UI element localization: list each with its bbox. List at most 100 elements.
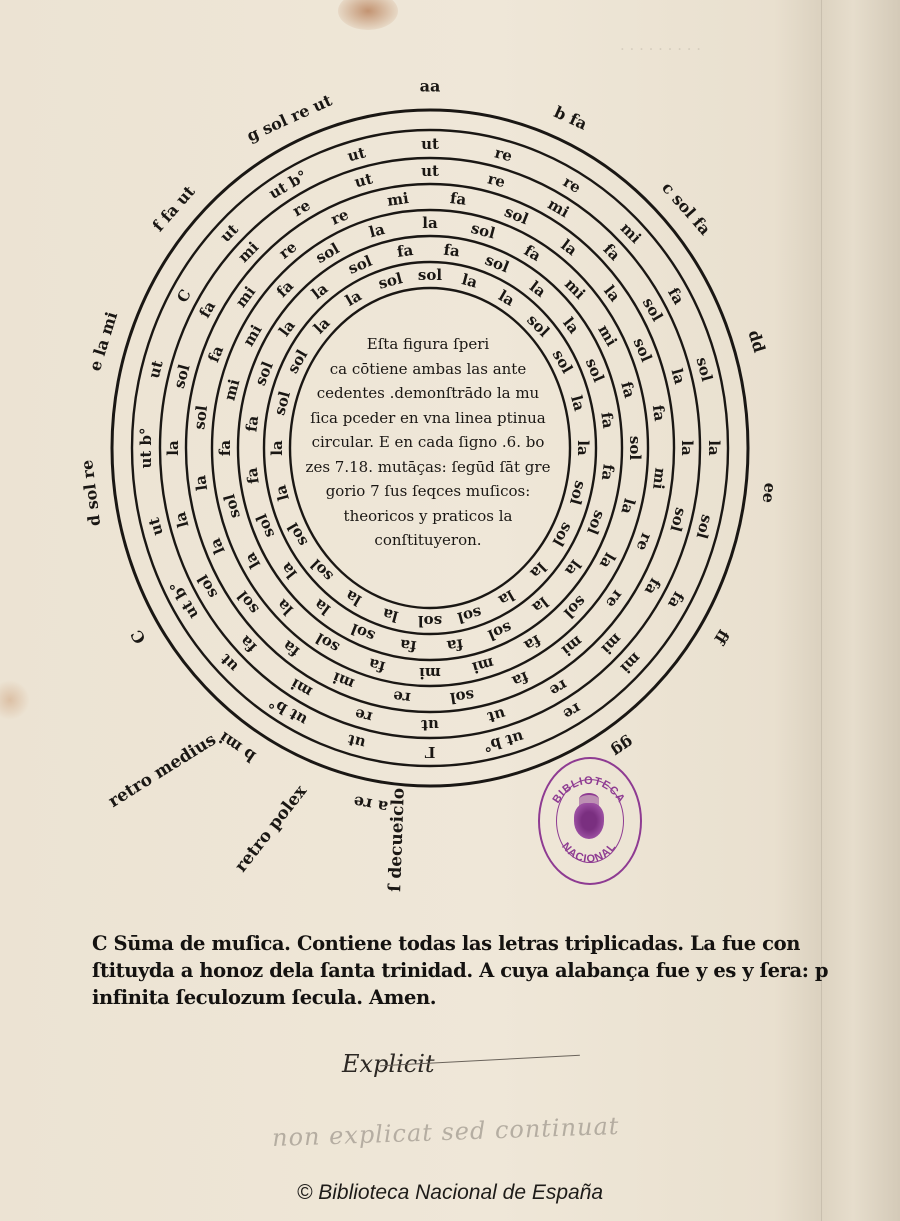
outer-note-label: ee: [759, 482, 780, 505]
ring-syllable: fa: [445, 635, 464, 655]
ring-syllable: la: [528, 593, 551, 617]
ring-syllable: fa: [509, 668, 531, 691]
ring-syllable: la: [600, 282, 624, 305]
outer-note-label: e la mi: [85, 309, 121, 373]
ring-syllable: la: [164, 440, 182, 456]
gamut-syllable: ut b°: [137, 427, 155, 468]
ring-syllable: la: [495, 287, 518, 310]
colophon-text: C Sūma de muſica. Contiene todas las let…: [92, 930, 829, 1011]
ring-boundary: [236, 234, 624, 662]
ring-syllable: ut: [421, 162, 439, 180]
ring-syllable: la: [422, 214, 438, 232]
ring-syllable: la: [206, 535, 229, 556]
ring-syllable: la: [596, 549, 619, 572]
ring-syllable: la: [561, 556, 585, 579]
stamp-outer-ring: [538, 757, 642, 885]
ring-syllable: sol: [469, 219, 497, 243]
outer-note-label: c sol fa: [658, 178, 715, 238]
gamut-syllable: Γ: [424, 743, 435, 761]
ring-syllable: la: [617, 496, 638, 516]
ring-syllable: sol: [307, 555, 337, 585]
gamut-syllable: fa: [664, 588, 688, 611]
ring-syllable: la: [311, 595, 334, 619]
ring-boundary: [210, 208, 650, 688]
crest-icon: [574, 803, 604, 839]
stamp-top-text: BIBLIOTECA: [551, 775, 627, 806]
ring-boundary: [110, 108, 750, 788]
ring-syllable: fa: [242, 414, 262, 433]
ring-boundary: [158, 156, 702, 740]
ring-syllable: re: [546, 676, 570, 700]
ring-syllable: sol: [418, 612, 442, 630]
colophon-line: ſtituyda a honoz dela ſanta trinidad. A …: [92, 959, 829, 982]
stamp-lettering: BIBLIOTECA NACIONAL: [551, 775, 628, 866]
outer-note-label: b mi: [216, 728, 260, 766]
ring-syllable: la: [268, 440, 286, 456]
gamut-syllable: re: [493, 143, 515, 165]
ring-syllable: ut: [421, 716, 439, 734]
center-text-line: ca cōtiene ambas las ante: [329, 359, 527, 378]
ring-syllable: la: [171, 510, 192, 530]
ring-syllable: re: [392, 687, 412, 707]
gamut-syllable: ut: [345, 731, 367, 753]
library-stamp: BIBLIOTECA NACIONAL: [538, 757, 642, 885]
page-edge-strip: [821, 0, 900, 1221]
stamp-bottom-text: NACIONAL: [559, 841, 618, 866]
ring-syllable: la: [367, 220, 387, 241]
colophon-line: infinita ſeculozum ſecula. Amen.: [92, 986, 437, 1009]
ring-syllable: fa: [243, 466, 263, 485]
ring-syllable: sol: [418, 266, 442, 284]
ring-syllable: mi: [470, 654, 496, 677]
ring-syllable: re: [486, 169, 508, 191]
outer-note-label: f fa ut: [149, 181, 200, 235]
svg-text:BIBLIOTECA: BIBLIOTECA: [551, 775, 628, 806]
ring-syllable: la: [559, 314, 583, 337]
ring-syllable: ut: [353, 169, 375, 191]
ring-syllable: la: [277, 559, 301, 582]
ring-syllable: la: [241, 549, 264, 572]
ring-syllable: fa: [641, 575, 665, 598]
outer-note-label: a re: [352, 792, 389, 817]
gamut-syllable: ut: [346, 143, 368, 165]
ring-boundary: [288, 286, 572, 610]
ring-syllable: sol: [455, 603, 483, 627]
bleed-through-text: · · · · · · · · ·: [620, 40, 702, 58]
ring-syllable: sol: [566, 479, 590, 507]
ring-syllable: fa: [521, 631, 544, 655]
ring-syllable: sol: [666, 506, 690, 534]
ring-syllable: la: [342, 586, 365, 609]
ring-syllable: fa: [196, 298, 220, 321]
ring-syllable: sol: [626, 436, 644, 460]
center-text-line: ſica pceder en vna linea ptinua: [310, 408, 546, 427]
side-hand-label: retro medius: [105, 730, 220, 812]
ring-syllable: la: [191, 474, 211, 492]
center-text-line: circular. E en cada ſigno .6. bo: [311, 433, 545, 451]
gamut-syllable: sol: [692, 513, 716, 541]
gamut-syllable: ut: [421, 135, 439, 153]
ring-syllable: sol: [170, 362, 194, 390]
ring-syllable: sol: [190, 404, 211, 430]
ring-boundary: [130, 128, 730, 768]
center-text-line: gorio 7 ſus ſeqces muſicos:: [325, 482, 531, 500]
center-text-line: cedentes .demonſtrādo la mu: [316, 384, 540, 402]
ring-boundary: [262, 260, 598, 636]
ring-syllable: sol: [560, 592, 590, 622]
outer-note-label: b fa: [551, 102, 590, 133]
side-hand-label: retro polex: [231, 781, 312, 876]
gamut-syllable: fa: [664, 284, 688, 307]
ring-syllable: mi: [386, 189, 410, 210]
ring-syllable: re: [289, 196, 313, 220]
ring-syllable: fa: [649, 404, 669, 423]
ring-syllable: re: [328, 205, 351, 228]
outer-note-label: d sol re: [77, 459, 104, 528]
side-hand-label: ſ decueiclo: [385, 787, 409, 892]
ring-boundary: [184, 182, 676, 714]
ring-syllable: sol: [376, 269, 404, 293]
gamut-syllable: ut: [145, 358, 167, 380]
ring-syllable: re: [353, 705, 375, 727]
center-text-line: theoricos y praticos la: [343, 506, 513, 525]
ring-syllable: fa: [443, 241, 462, 261]
handwritten-explicit: Explicit: [342, 1050, 435, 1078]
ring-syllable: la: [574, 440, 592, 456]
